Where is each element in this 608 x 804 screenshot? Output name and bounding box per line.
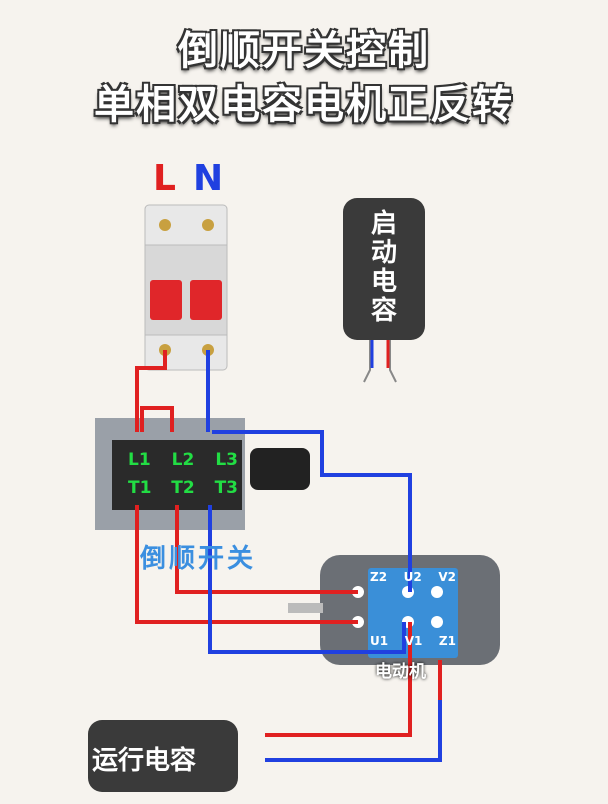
title-line-2: 单相双电容电机正反转 [94,82,514,128]
title-line-1: 倒顺开关控制 [178,28,430,74]
terminal-v2: V2 [438,570,456,584]
terminal-u2: U2 [403,570,422,584]
motor-label: 电动机 [375,662,426,682]
run-capacitor-label: 运行电容 [92,746,197,776]
switch-label: 倒顺开关 [140,544,257,574]
motor-terminals-top: Z2 U2 V2 [370,570,456,584]
switch-terminals-bottom: T1 T2 T3 [128,478,238,498]
terminal-l1: L1 [128,450,151,470]
run-capacitor [88,720,238,792]
motor-terminals-bottom: U1 V1 Z1 [370,634,456,648]
breaker-label-n: N [193,158,224,199]
motor [288,555,500,665]
terminal-z1: Z1 [438,634,456,648]
terminal-l3: L3 [215,450,238,470]
terminal-t2: T2 [171,478,195,498]
switch-terminals-top: L1 L2 L3 [128,450,238,470]
start-capacitor-label: 启动电容 [370,209,397,326]
wires [135,350,442,762]
terminal-v1: V1 [404,634,423,648]
terminal-t1: T1 [128,478,152,498]
terminal-u1: U1 [370,634,389,648]
terminal-z2: Z2 [370,570,388,584]
reversing-switch [95,418,310,530]
start-capacitor [343,198,425,383]
terminal-l2: L2 [171,450,195,470]
terminal-t3: T3 [214,478,238,498]
circuit-breaker [144,204,228,371]
breaker-label-l: L [153,158,176,199]
